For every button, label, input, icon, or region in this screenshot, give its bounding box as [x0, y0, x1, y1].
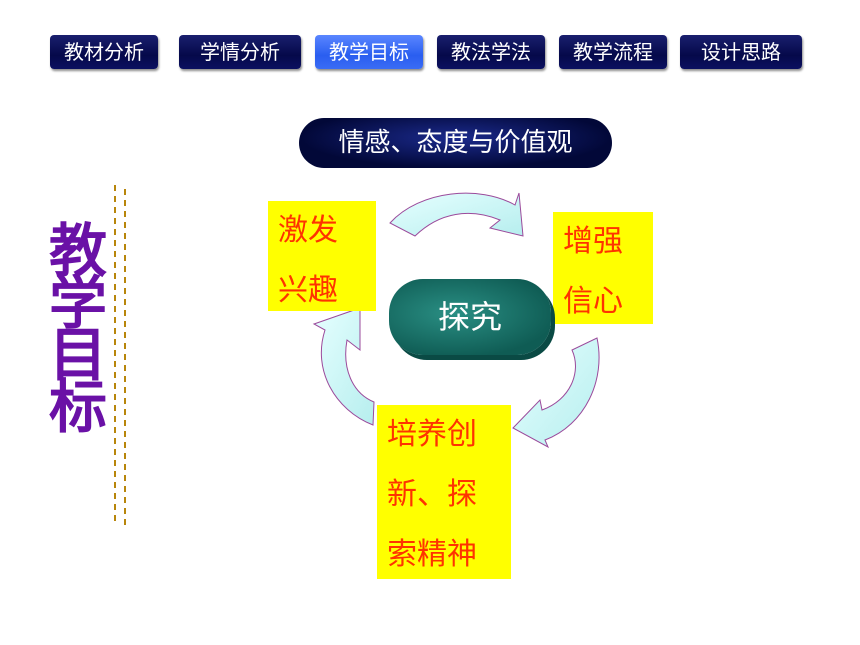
- box-build-confidence: 增强 信心: [553, 212, 653, 324]
- side-title: 教 学 目 标: [46, 217, 110, 441]
- tab-teaching-methods[interactable]: 教法学法: [437, 35, 545, 69]
- side-title-char: 教: [48, 217, 107, 285]
- box-line: 信心: [563, 284, 623, 319]
- side-title-char: 标: [48, 373, 107, 441]
- dashed-divider: [114, 185, 126, 530]
- tab-textbook-analysis[interactable]: 教材分析: [50, 35, 158, 69]
- box-stimulate-interest: 激发 兴趣: [268, 201, 376, 311]
- box-line: 增强: [563, 224, 623, 259]
- box-line: 索精神: [387, 537, 477, 572]
- box-line: 激发: [278, 213, 338, 248]
- side-title-char: 目: [48, 321, 107, 389]
- center-inquiry: 探究: [389, 279, 551, 355]
- box-innovation-spirit: 培养创 新、探 索精神: [377, 405, 511, 579]
- tab-teaching-process[interactable]: 教学流程: [559, 35, 667, 69]
- arrow-top: [389, 192, 524, 237]
- tab-design-ideas[interactable]: 设计思路: [680, 35, 802, 69]
- box-line: 兴趣: [278, 273, 338, 308]
- arrow-left: [312, 307, 375, 426]
- box-line: 培养创: [387, 417, 477, 452]
- top-nav: 教材分析 学情分析 教学目标 教法学法 教学流程 设计思路: [50, 35, 810, 71]
- tab-learner-analysis[interactable]: 学情分析: [179, 35, 301, 69]
- side-title-char: 学: [48, 269, 107, 337]
- box-line: 新、探: [387, 477, 477, 512]
- section-title: 情感、态度与价值观: [299, 118, 612, 168]
- arrow-right: [512, 337, 600, 449]
- tab-teaching-objectives[interactable]: 教学目标: [315, 35, 423, 69]
